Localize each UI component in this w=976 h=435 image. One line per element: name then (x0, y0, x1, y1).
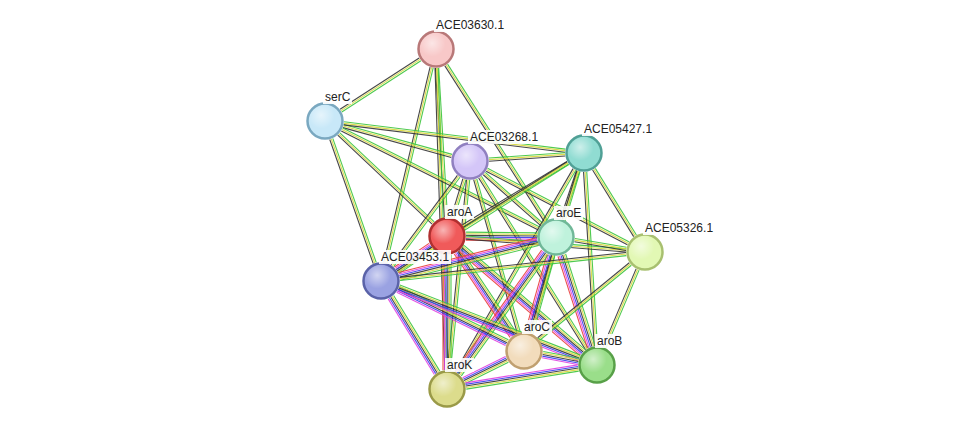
evidence-line (466, 370, 578, 388)
evidence-line (400, 285, 581, 355)
evidence-line (341, 131, 538, 230)
evidence-line (391, 297, 437, 373)
evidence-line (561, 255, 590, 347)
evidence-line (593, 170, 634, 237)
protein-label: aroB (595, 334, 624, 348)
evidence-line (331, 139, 374, 263)
protein-label: aroC (522, 320, 552, 334)
evidence-line (455, 169, 573, 372)
protein-node: aroB (578, 346, 616, 384)
interaction-edge (388, 296, 440, 375)
node-circle (417, 30, 455, 68)
node-circle (505, 332, 543, 370)
node-circle (306, 102, 344, 140)
evidence-line (388, 299, 434, 375)
evidence-line (539, 264, 631, 339)
evidence-line (384, 67, 430, 262)
node-circle (428, 370, 466, 408)
interaction-edge (338, 133, 435, 224)
protein-label: aroA (445, 205, 474, 219)
evidence-line (339, 134, 433, 223)
protein-node: ACE05427.1 (565, 134, 603, 172)
protein-label: ACE03630.1 (434, 18, 506, 32)
interaction-edge (558, 254, 595, 348)
evidence-line (448, 64, 548, 220)
evidence-line (341, 59, 420, 110)
node-circle (565, 134, 603, 172)
protein-label: serC (323, 90, 352, 104)
interaction-edge (542, 351, 579, 364)
evidence-line (466, 232, 537, 234)
node-circle (537, 218, 575, 256)
interaction-edge (574, 239, 626, 251)
evidence-line (528, 171, 577, 333)
evidence-line (333, 138, 376, 262)
protein-node: ACE05326.1 (626, 233, 664, 271)
evidence-line (343, 128, 540, 227)
evidence-line (489, 156, 565, 161)
evidence-line (446, 65, 546, 221)
evidence-line (398, 289, 579, 359)
protein-node: serC (306, 102, 344, 140)
protein-label: aroK (445, 358, 474, 372)
evidence-line (543, 355, 579, 362)
evidence-line (394, 296, 440, 372)
node-circle (578, 346, 616, 384)
evidence-line (398, 291, 579, 361)
protein-node: ACE03630.1 (417, 30, 455, 68)
evidence-line (342, 61, 421, 112)
node-circle (451, 142, 489, 180)
evidence-line (397, 292, 506, 345)
protein-label: aroE (554, 206, 583, 220)
protein-label: ACE03453.1 (379, 250, 451, 264)
evidence-line (466, 233, 537, 235)
interaction-edge (593, 168, 637, 236)
interaction-edge (489, 153, 565, 162)
interaction-edge (341, 128, 539, 230)
evidence-line (594, 169, 635, 236)
evidence-line (540, 265, 632, 340)
evidence-line (397, 291, 506, 344)
node-circle (362, 262, 400, 300)
protein-label: ACE05427.1 (582, 122, 654, 136)
evidence-line (542, 356, 578, 363)
evidence-line (595, 168, 636, 235)
interaction-edge (330, 138, 376, 263)
protein-label: ACE03268.1 (468, 130, 540, 144)
interaction-edge (445, 64, 547, 222)
evidence-line (338, 135, 432, 224)
protein-label: ACE05326.1 (643, 221, 715, 235)
protein-node: aroK (428, 370, 466, 408)
protein-node: ACE03268.1 (451, 142, 489, 180)
evidence-line (399, 286, 580, 356)
evidence-line (342, 130, 539, 229)
evidence-line (574, 242, 626, 251)
protein-node: ACE03453.1 (362, 262, 400, 300)
evidence-line (566, 254, 595, 346)
evidence-line (330, 139, 373, 263)
evidence-line (575, 240, 627, 249)
evidence-line (390, 298, 436, 374)
evidence-line (344, 125, 452, 155)
protein-node: aroC (505, 332, 543, 370)
evidence-line (530, 171, 579, 333)
protein-node: aroE (537, 218, 575, 256)
evidence-line (542, 358, 578, 365)
evidence-line (392, 296, 438, 372)
node-circle (626, 233, 664, 271)
evidence-line (344, 125, 565, 152)
evidence-line (466, 368, 578, 386)
